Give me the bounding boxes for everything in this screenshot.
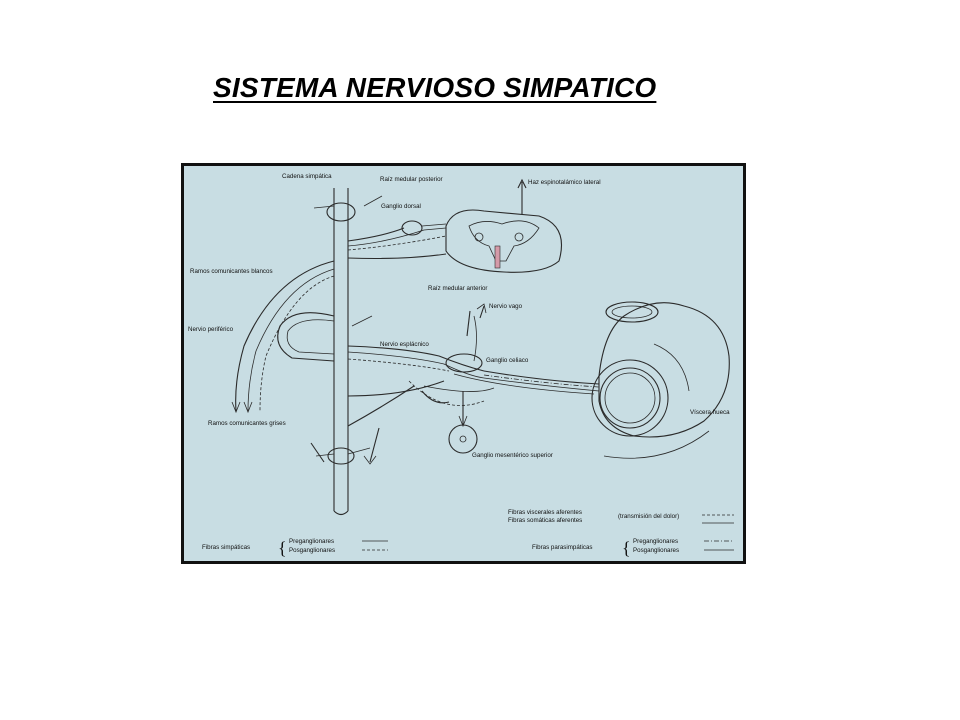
legend-para-preganglionares: Preganglionares <box>633 538 678 545</box>
legend-transmision-dolor: (transmisión del dolor) <box>618 513 679 520</box>
legend-fibras-parasimpaticas: Fibras parasimpáticas <box>532 544 593 551</box>
label-nervio-esplacnico: Nervio esplácnico <box>380 341 429 348</box>
peripheral-nerve <box>231 260 335 414</box>
label-cadena-simpatica: Cadena simpática <box>282 173 332 180</box>
diagram-drawing: Cadena simpática Raíz medular posterior … <box>188 173 734 558</box>
diagram-legend: Fibras viscerales aferentes Fibras somát… <box>202 509 734 558</box>
hollow-viscus <box>591 301 730 459</box>
label-viscera-hueca: Víscera hueca <box>690 409 730 416</box>
visceral-pathway <box>453 370 600 395</box>
slide-title: SISTEMA NERVIOSO SIMPATICO <box>213 72 657 103</box>
label-ramos-grises: Ramos comunicantes grises <box>208 420 286 427</box>
svg-text:{: { <box>622 538 631 558</box>
label-haz-espinotalamico: Haz espinotalámico lateral <box>528 179 601 186</box>
sympathetic-chain <box>313 188 383 516</box>
legend-fibras-simpaticas: Fibras simpáticas <box>202 544 250 551</box>
diagram-labels: Cadena simpática Raíz medular posterior … <box>188 173 730 459</box>
label-ganglio-celiaco: Ganglio celiaco <box>486 357 529 364</box>
legend-para-posganglionares: Posganglionares <box>633 547 679 554</box>
nervous-system-diagram: Cadena simpática Raíz medular posterior … <box>181 163 746 564</box>
label-ramos-blancos: Ramos comunicantes blancos <box>190 268 273 275</box>
legend-simp-preganglionares: Preganglionares <box>289 538 334 545</box>
label-ganglio-mesenterico: Ganglio mesentérico superior <box>472 452 553 459</box>
label-nervio-vago: Nervio vago <box>489 303 523 310</box>
legend-fibras-somaticas: Fibras somáticas aferentes <box>508 517 582 524</box>
label-nervio-periferico: Nervio periférico <box>188 326 234 333</box>
label-ganglio-dorsal: Ganglio dorsal <box>381 203 421 210</box>
splanchnic-nerve <box>347 303 487 379</box>
legend-simp-posganglionares: Posganglionares <box>289 547 335 554</box>
label-raiz-posterior: Raíz medular posterior <box>380 176 443 183</box>
dorsal-root <box>347 220 447 260</box>
label-raiz-anterior: Raíz medular anterior <box>428 285 488 292</box>
spinal-cord <box>445 178 563 273</box>
svg-text:{: { <box>278 538 287 558</box>
lower-branches <box>310 380 495 465</box>
legend-fibras-viscerales: Fibras viscerales aferentes <box>508 509 582 516</box>
